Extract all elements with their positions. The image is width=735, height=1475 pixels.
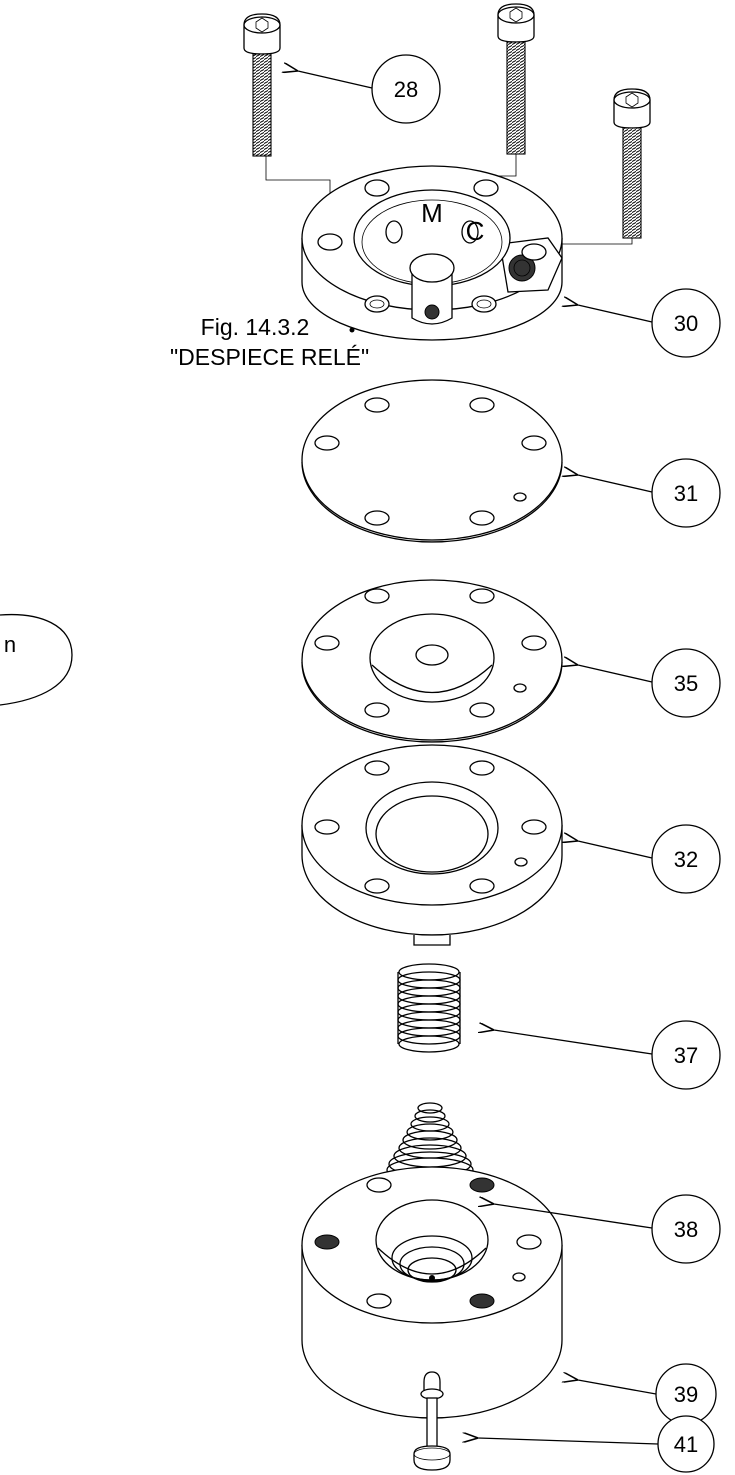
callout-41-label: 41 (674, 1432, 698, 1457)
diaphragm-35 (301, 579, 563, 743)
callout-41: 41 (657, 1415, 715, 1473)
callout-30: 30 (651, 288, 721, 358)
figure-caption: Fig. 14.3.2 "DESPIECE RELÉ" (170, 312, 370, 372)
callout-35-label: 35 (674, 671, 698, 696)
callout-35: 35 (651, 648, 721, 718)
callout-32: 32 (651, 824, 721, 894)
ring-body-32 (301, 744, 563, 946)
screw-28-left (243, 13, 331, 240)
gasket-31 (301, 379, 563, 543)
callout-28-label: 28 (394, 77, 418, 102)
cap-marking-m: M (421, 198, 443, 228)
callout-37: 37 (651, 1020, 721, 1090)
figure-subtitle: "DESPIECE RELÉ" (170, 344, 370, 370)
callout-31-label: 31 (674, 481, 698, 506)
cap-marking-c: C (466, 216, 485, 246)
partial-callout-text: n (4, 632, 16, 657)
callout-31: 31 (651, 458, 721, 528)
callout-32-label: 32 (674, 847, 698, 872)
leader-lines (298, 71, 659, 1445)
callout-30-label: 30 (674, 311, 698, 336)
valve-stem-41 (413, 1371, 451, 1471)
callout-37-label: 37 (674, 1043, 698, 1068)
callout-38-label: 38 (674, 1217, 698, 1242)
callout-39: 39 (655, 1363, 717, 1425)
callout-39-label: 39 (674, 1382, 698, 1407)
spring-37 (397, 963, 461, 1053)
screw-28-middle (481, 3, 535, 210)
partial-callout-bubble: n (0, 613, 73, 706)
callout-28: 28 (371, 54, 441, 124)
callout-38: 38 (651, 1194, 721, 1264)
relay-cap-30: M C (301, 165, 563, 341)
figure-title: Fig. 14.3.2 (200, 314, 310, 340)
base-body-39 (301, 1166, 563, 1419)
